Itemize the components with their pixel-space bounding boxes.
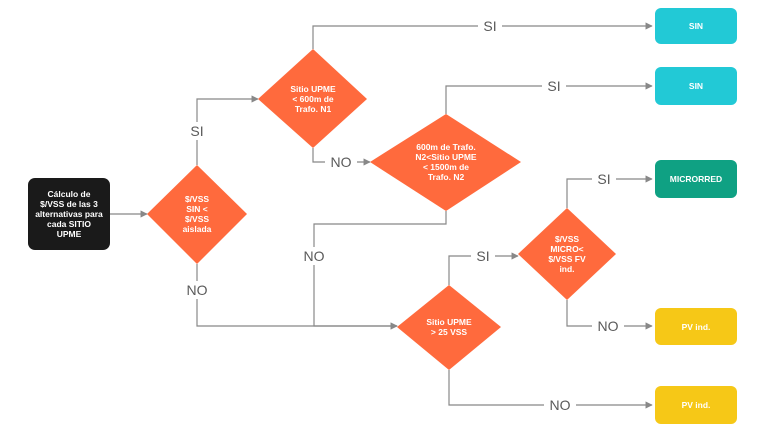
outcome-sin-1-text: SIN: [689, 21, 703, 31]
node-text-line: MICRORRED: [670, 174, 722, 184]
node-text-line: Sitio UPME: [290, 84, 336, 94]
label-d4-si: SI: [476, 248, 489, 264]
node-text-line: alternativas para: [35, 209, 103, 219]
decision-25-vss[interactable]: Sitio UPME> 25 VSS: [397, 285, 501, 370]
node-text-line: N2<Sitio UPME: [415, 152, 476, 162]
edge-labels: SI NO SI NO SI NO SI NO SI NO: [181, 17, 624, 414]
node-text-line: PV ind.: [682, 322, 711, 332]
label-d2-no: NO: [331, 154, 352, 170]
outcome-pv-2-text: PV ind.: [682, 400, 711, 410]
node-text-line: < 1500m de: [423, 162, 469, 172]
label-d1-no: NO: [187, 282, 208, 298]
decision-diamond: [370, 114, 521, 211]
node-text-line: SIN <: [186, 204, 208, 214]
edge-d5-si: [566, 175, 653, 208]
edge-d3-si: [445, 82, 653, 114]
outcome-pv-1[interactable]: PV ind.: [655, 308, 737, 345]
node-text-line: SIN: [689, 81, 703, 91]
node-text-line: Trafo. N1: [295, 104, 332, 114]
outcome-box: [655, 308, 737, 345]
outcome-sin-2[interactable]: SIN: [655, 67, 737, 105]
edge-d1-si: [196, 95, 259, 165]
label-d5-si: SI: [597, 171, 610, 187]
decision-diamond: [397, 285, 501, 370]
node-text-line: > 25 VSS: [431, 327, 467, 337]
node-text-line: Trafo. N2: [428, 172, 465, 182]
node-text-line: 600m de Trafo.: [416, 142, 476, 152]
label-d5-no: NO: [598, 318, 619, 334]
edge-d4-no: [448, 370, 653, 409]
outcome-microrred-text: MICRORRED: [670, 174, 722, 184]
outcome-sin-1[interactable]: SIN: [655, 8, 737, 44]
node-text-line: cada SITIO: [47, 219, 91, 229]
label-d1-si: SI: [190, 123, 203, 139]
outcome-sin-2-text: SIN: [689, 81, 703, 91]
node-text-line: UPME: [57, 229, 82, 239]
node-text-line: $/VSS: [185, 194, 209, 204]
decision-diamond: [258, 49, 367, 148]
decision-diamond: [518, 208, 616, 300]
label-d4-no: NO: [550, 397, 571, 413]
node-text-line: $/VSS: [555, 234, 579, 244]
label-d3-no: NO: [304, 248, 325, 264]
node-text-line: Sitio UPME: [426, 317, 472, 327]
node-text-line: $/VSS: [185, 214, 209, 224]
node-text-line: MICRO<: [550, 244, 583, 254]
node-text-line: PV ind.: [682, 400, 711, 410]
node-text-line: $/VSS de las 3: [40, 199, 98, 209]
node-text-line: < 600m de: [292, 94, 334, 104]
outcome-box: [655, 386, 737, 424]
edge-d2-si: [312, 22, 653, 49]
label-d3-si: SI: [547, 78, 560, 94]
outcome-box: [655, 8, 737, 44]
edge-d1-no: [196, 264, 398, 330]
outcome-box: [655, 160, 737, 198]
node-text-line: SIN: [689, 21, 703, 31]
decision-diamond: [147, 165, 247, 264]
label-d2-si: SI: [483, 18, 496, 34]
node-text-line: Cálculo de: [48, 189, 91, 199]
node-text-line: $/VSS FV: [548, 254, 586, 264]
outcome-box: [655, 67, 737, 105]
node-text-line: aislada: [183, 224, 212, 234]
outcome-pv-1-text: PV ind.: [682, 322, 711, 332]
node-text-line: ind.: [559, 264, 574, 274]
start-box: [28, 178, 110, 250]
decision-d4-text: Sitio UPME> 25 VSS: [426, 317, 472, 337]
edge-d3-no: [313, 211, 447, 330]
outcome-pv-2[interactable]: PV ind.: [655, 386, 737, 424]
outcome-microrred[interactable]: MICRORRED: [655, 160, 737, 198]
